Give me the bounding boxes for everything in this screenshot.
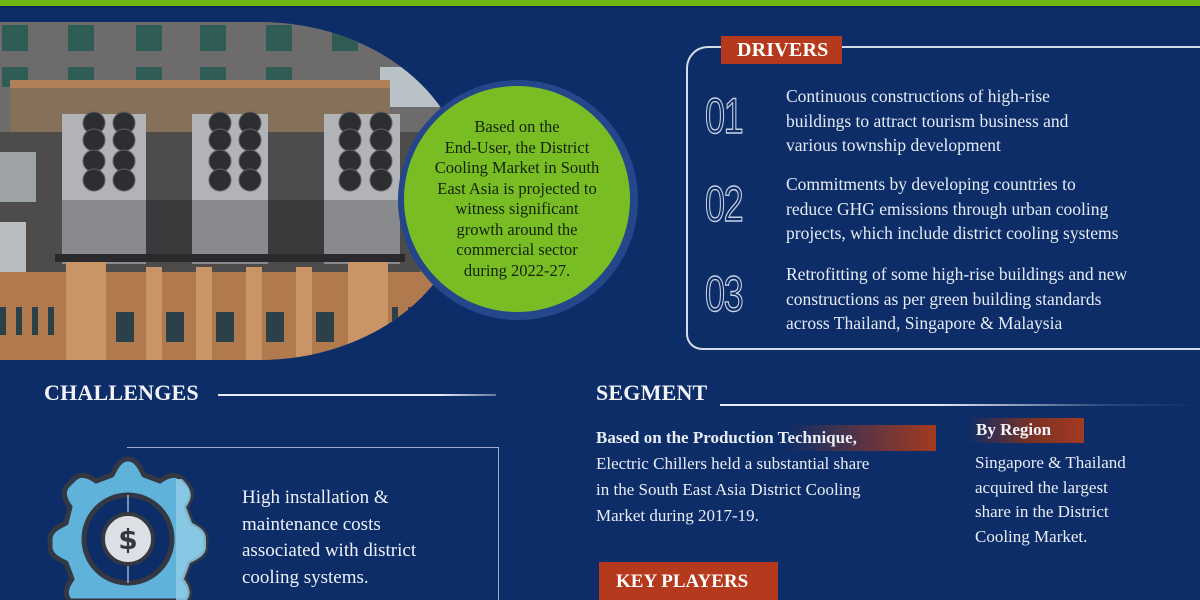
production-highlight — [600, 425, 936, 451]
driver-number: 01 — [704, 88, 744, 144]
challenge-card — [127, 447, 499, 600]
production-technique-segment: Based on the Production Technique, Elect… — [596, 425, 941, 529]
production-lead: Based on the Production Technique, — [596, 428, 857, 447]
challenges-divider — [218, 394, 496, 396]
driver-item: 03 Retrofitting of some high-rise buildi… — [704, 262, 1200, 336]
challenges-title: CHALLENGES — [44, 380, 199, 405]
svg-text:$: $ — [118, 523, 137, 556]
region-text: Singapore & Thailand acquired the larges… — [975, 453, 1126, 546]
driver-item: 01 Continuous constructions of high-rise… — [704, 84, 1200, 158]
production-text: Electric Chillers held a substantial sha… — [596, 454, 870, 525]
driver-text: Retrofitting of some high-rise buildings… — [786, 264, 1128, 333]
driver-number: 03 — [704, 266, 744, 322]
segment-divider — [720, 404, 1200, 406]
driver-number: 02 — [704, 176, 744, 232]
region-label: By Region — [976, 420, 1052, 439]
callout-text: Based on the End-User, the District Cool… — [434, 117, 600, 280]
end-user-callout: Based on the End-User, the District Cool… — [404, 86, 630, 312]
driver-text: Continuous constructions of high-rise bu… — [786, 86, 1069, 155]
driver-item: 02 Commitments by developing countries t… — [704, 172, 1200, 246]
region-tag-bg — [967, 418, 1084, 443]
drivers-title: DRIVERS — [721, 36, 843, 64]
challenge-text: High installation & maintenance costs as… — [242, 487, 417, 588]
rooftop-chillers-photo — [0, 22, 468, 360]
key-players-title: KEY PLAYERS — [599, 562, 778, 600]
segment-title: SEGMENT — [596, 380, 708, 405]
drivers-panel — [686, 46, 1200, 350]
gear-dollar-icon: $ — [47, 456, 209, 600]
driver-text: Commitments by developing countries to r… — [786, 174, 1119, 243]
top-accent-bar — [0, 0, 1200, 8]
